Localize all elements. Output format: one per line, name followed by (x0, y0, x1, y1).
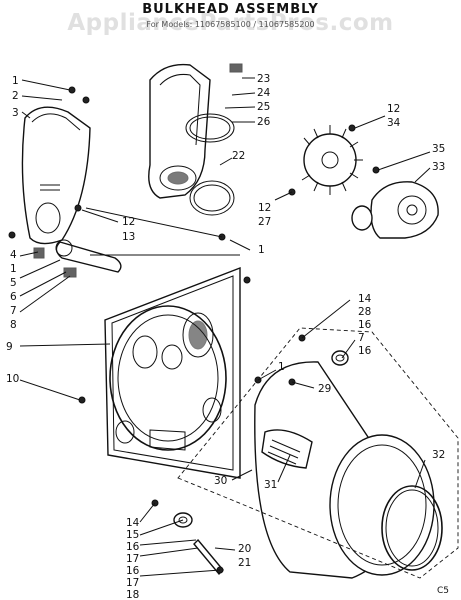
callout-labels: 1 2 3 12 13 4 1 5 6 7 8 9 10 23 24 25 26… (6, 73, 445, 600)
callout-30: 30 (214, 475, 227, 487)
model-numbers: For Models: 11067585100 / 11067585200 (146, 20, 315, 29)
callout-28: 28 (358, 306, 371, 318)
drum-group-outline (177, 327, 459, 579)
callout-16: 16 (358, 345, 372, 357)
callout-4: 4 (10, 249, 17, 261)
callout-25: 25 (257, 101, 270, 113)
callout-34: 34 (387, 117, 401, 129)
callout-1: 1 (10, 263, 17, 275)
figure-code: C5 (436, 586, 449, 596)
callout-14: 14 (358, 293, 372, 305)
callout-21: 21 (238, 557, 251, 569)
callout-7: 7 (10, 305, 17, 317)
diagram-title: BULKHEAD ASSEMBLY (142, 2, 319, 17)
callout-15: 15 (126, 529, 139, 541)
callout-29: 29 (318, 383, 331, 395)
callout-16: 16 (126, 565, 140, 577)
callout-10: 10 (6, 373, 19, 385)
blower-housing (351, 181, 439, 239)
callout-27: 27 (258, 216, 271, 228)
callout-12: 12 (122, 216, 135, 228)
callout-3: 3 (12, 107, 19, 119)
thermal-fuse-parts (33, 239, 122, 278)
callout-22: 22 (232, 150, 245, 162)
callout-20: 20 (238, 543, 251, 555)
callout-1: 1 (258, 244, 265, 256)
callout-12: 12 (258, 202, 271, 214)
callout-8: 8 (10, 319, 17, 331)
drum (254, 361, 443, 579)
callout-13: 13 (122, 231, 135, 243)
callout-5: 5 (10, 277, 17, 289)
callout-33: 33 (432, 161, 445, 173)
callout-12: 12 (387, 103, 400, 115)
callout-1: 1 (278, 361, 285, 373)
callout-16: 16 (126, 541, 140, 553)
callout-17: 17 (126, 553, 139, 565)
callout-18: 18 (126, 589, 139, 600)
callout-26: 26 (257, 116, 271, 128)
blower-wheel (301, 125, 363, 195)
callout-17: 17 (126, 577, 139, 589)
callout-23: 23 (257, 73, 270, 85)
leader-lines (19, 77, 431, 577)
callout-31: 31 (264, 479, 277, 491)
callout-1: 1 (12, 75, 19, 87)
callout-2: 2 (12, 90, 19, 102)
callout-14: 14 (126, 517, 140, 529)
callout-6: 6 (10, 291, 17, 303)
callout-32: 32 (432, 449, 445, 461)
callout-7: 7 (358, 332, 365, 344)
callout-35: 35 (432, 143, 445, 155)
bulkhead-panel (104, 266, 241, 479)
callout-24: 24 (257, 87, 271, 99)
rear-duct-assembly (148, 63, 243, 216)
callout-16: 16 (358, 319, 372, 331)
exhaust-duct (21, 106, 91, 245)
callout-9: 9 (6, 341, 13, 353)
